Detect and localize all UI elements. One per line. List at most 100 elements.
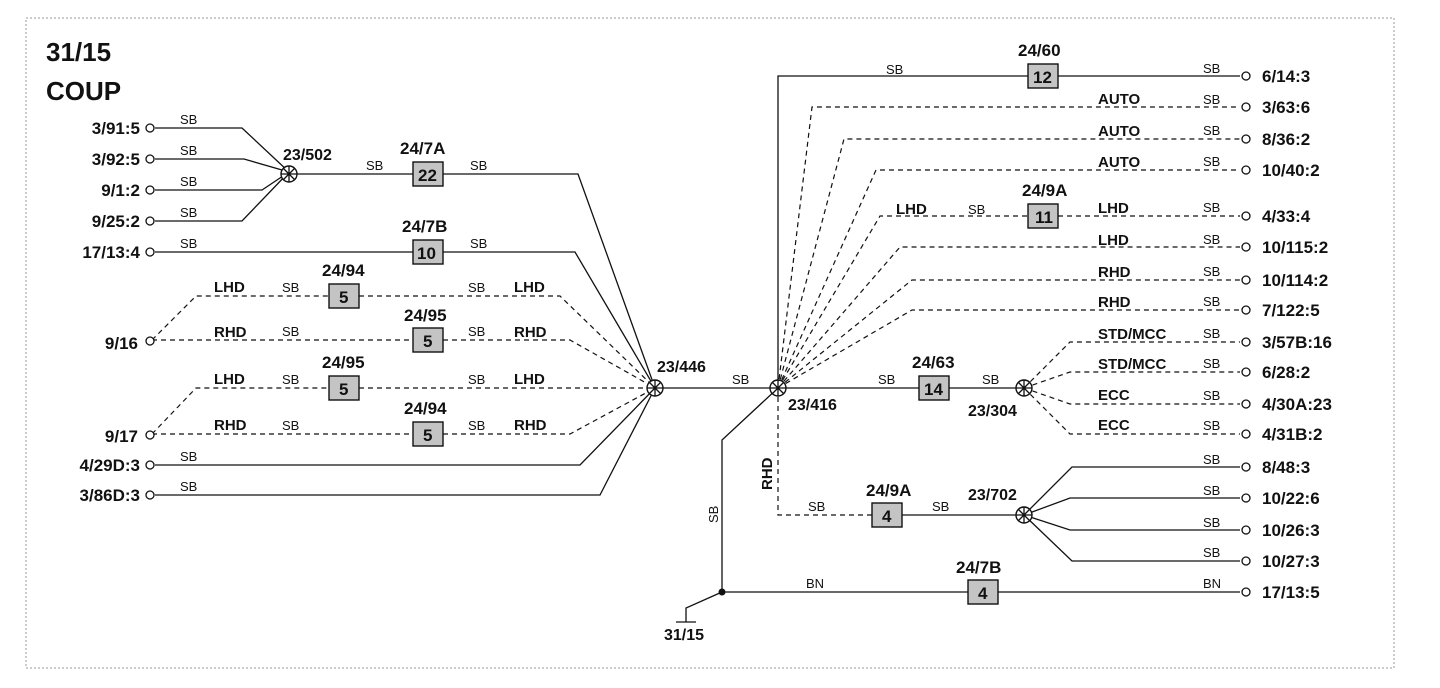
svg-text:SB: SB: [732, 372, 749, 387]
svg-text:LHD: LHD: [214, 279, 245, 296]
svg-text:SB: SB: [1203, 232, 1220, 247]
svg-text:LHD: LHD: [214, 371, 245, 388]
svg-text:SB: SB: [282, 418, 299, 433]
svg-text:SB: SB: [1203, 92, 1220, 107]
svg-text:12: 12: [1033, 68, 1052, 87]
wire-dashed: [151, 295, 329, 341]
svg-text:RHD: RHD: [759, 457, 776, 490]
terminal-label: 17/13:4: [82, 243, 140, 262]
svg-text:LHD: LHD: [514, 371, 545, 388]
wire-dashed: [1023, 341, 1240, 389]
svg-text:RHD: RHD: [214, 417, 247, 434]
connector-24-9a-top: 24/9A 11: [1022, 181, 1067, 229]
wire: [777, 75, 1028, 388]
svg-text:SB: SB: [180, 174, 197, 189]
svg-text:RHD: RHD: [514, 324, 547, 341]
splice-label: 23/502: [283, 147, 332, 164]
connector-24-7a: 24/7A 22: [400, 139, 445, 187]
splice-23-304: [1015, 379, 1033, 397]
title-line1: 31/15: [46, 37, 111, 67]
splice-label: 23/304: [968, 403, 1017, 420]
wire: [1023, 514, 1240, 531]
svg-text:24/7A: 24/7A: [400, 139, 445, 158]
terminal-label: 3/63:6: [1262, 98, 1310, 117]
splice-23-446: [646, 379, 664, 397]
connector-24-9a-bottom: 24/9A 4: [866, 481, 911, 528]
terminal-label: 9/17: [105, 427, 138, 446]
svg-text:4: 4: [882, 507, 892, 526]
svg-text:LHD: LHD: [1098, 200, 1129, 217]
svg-text:24/60: 24/60: [1018, 41, 1061, 60]
terminal-label: 10/26:3: [1262, 521, 1320, 540]
terminal-label: 10/114:2: [1262, 271, 1328, 290]
svg-text:5: 5: [339, 380, 348, 399]
wire: [443, 173, 656, 389]
svg-text:SB: SB: [1203, 483, 1220, 498]
title-line2: COUP: [46, 76, 121, 106]
svg-text:SB: SB: [706, 506, 721, 523]
terminal-label: 10/27:3: [1262, 552, 1320, 571]
svg-text:STD/MCC: STD/MCC: [1098, 326, 1166, 343]
svg-text:SB: SB: [180, 112, 197, 127]
svg-text:SB: SB: [282, 280, 299, 295]
wire-dashed: [777, 246, 1240, 389]
terminal-label: 6/14:3: [1262, 67, 1310, 86]
svg-text:24/95: 24/95: [404, 306, 447, 325]
svg-text:4: 4: [978, 584, 988, 603]
svg-text:STD/MCC: STD/MCC: [1098, 356, 1166, 373]
svg-text:SB: SB: [808, 499, 825, 514]
terminal-label: 9/1:2: [101, 181, 140, 200]
svg-text:BN: BN: [806, 576, 824, 591]
wire: [155, 171, 290, 222]
svg-text:SB: SB: [982, 372, 999, 387]
svg-text:SB: SB: [1203, 200, 1220, 215]
terminal-label: 8/36:2: [1262, 130, 1310, 149]
svg-text:SB: SB: [468, 372, 485, 387]
svg-text:SB: SB: [282, 372, 299, 387]
svg-text:SB: SB: [470, 158, 487, 173]
svg-text:SB: SB: [1203, 154, 1220, 169]
terminal-label: 3/57B:16: [1262, 333, 1332, 352]
splice-23-502: [280, 165, 298, 183]
wire-dashed: [151, 387, 329, 435]
wire-color-labels: SB SB SB SB SB SB SB SB SB SB SB SB SB S…: [180, 61, 1221, 591]
ground-label: 31/15: [664, 627, 704, 644]
wire: [155, 387, 656, 466]
svg-text:AUTO: AUTO: [1098, 91, 1141, 108]
diagram-frame: [25, 17, 1395, 669]
svg-text:SB: SB: [1203, 515, 1220, 530]
terminal-label: 10/115:2: [1262, 238, 1328, 257]
wire-dashed: [777, 279, 1240, 389]
splice-label: 23/416: [788, 397, 837, 414]
svg-text:SB: SB: [180, 205, 197, 220]
terminal-label: 7/122:5: [1262, 301, 1320, 320]
connector-24-94-b: 24/94 5: [404, 399, 447, 447]
wire: [1023, 497, 1240, 516]
svg-text:SB: SB: [1203, 356, 1220, 371]
variant-labels: LHD LHD RHD RHD LHD LHD RHD RHD AUTO AUT…: [214, 91, 1166, 490]
svg-text:LHD: LHD: [1098, 232, 1129, 249]
connector-24-95-a: 24/95 5: [404, 306, 447, 353]
svg-text:SB: SB: [180, 236, 197, 251]
wire-dashed: [777, 106, 1240, 389]
svg-text:14: 14: [924, 380, 943, 399]
splice-label: 23/446: [657, 359, 706, 376]
ground-wire: [685, 591, 723, 622]
svg-text:5: 5: [339, 288, 348, 307]
terminal-label: 4/29D:3: [80, 456, 140, 475]
wire: [155, 127, 290, 173]
terminal-label: 10/22:6: [1262, 489, 1320, 508]
terminal-label: 8/48:3: [1262, 458, 1310, 477]
wire: [721, 387, 779, 592]
svg-text:SB: SB: [1203, 61, 1220, 76]
svg-text:SB: SB: [468, 418, 485, 433]
connector-24-7b-top: 24/7B 10: [402, 217, 447, 265]
svg-text:11: 11: [1035, 208, 1053, 227]
svg-text:SB: SB: [1203, 123, 1220, 138]
svg-text:24/94: 24/94: [322, 261, 365, 280]
wire: [1023, 514, 1240, 562]
svg-text:5: 5: [423, 332, 432, 351]
svg-text:SB: SB: [180, 449, 197, 464]
wire-dashed: [443, 387, 656, 435]
